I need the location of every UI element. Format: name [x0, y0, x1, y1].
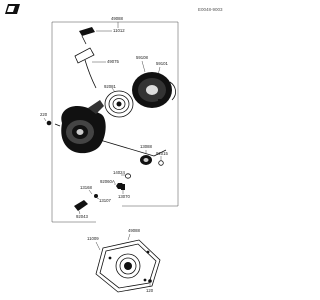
label-handle: 11012	[113, 28, 125, 33]
label-rope: 49075	[107, 59, 120, 64]
label-screw-bottom: 120	[146, 288, 154, 293]
brand-logo	[5, 4, 20, 14]
spring-cup	[140, 155, 152, 165]
starter-handle	[79, 27, 95, 45]
shaft	[121, 184, 125, 190]
label-bracket-bottom: 92043	[76, 214, 89, 219]
label-spring-cup: 13088	[140, 144, 153, 149]
label-shaft: 13070	[118, 194, 131, 199]
gasket-cover	[95, 239, 161, 293]
label-bracket-left: 13168	[80, 185, 93, 190]
bracket-link	[94, 194, 98, 198]
label-main-assembly: 49088	[111, 16, 124, 21]
label-plate: 59108	[136, 55, 149, 60]
starter-exploded-diagram: E0048-9003 49088 11012 49075 59108 59101	[5, 4, 223, 293]
clip	[158, 160, 164, 166]
recoil-spring	[104, 90, 134, 118]
label-pawl: 59101	[156, 61, 169, 66]
washer	[125, 173, 132, 179]
label-clip: 92015	[156, 151, 169, 156]
bolt-left	[46, 120, 52, 126]
label-spring: 92081	[104, 84, 117, 89]
label-bracket-link: 13107	[99, 198, 112, 203]
label-washer: 14024	[113, 170, 126, 175]
diagram-code: E0048-9003	[198, 7, 223, 12]
reel-drum	[132, 72, 176, 108]
assembly-frame	[51, 21, 179, 223]
label-cover: 49088	[128, 228, 141, 233]
shaft-rod	[99, 139, 167, 157]
screw-bottom	[148, 279, 152, 283]
label-bolt-left: 220	[40, 112, 48, 117]
label-gasket: 11009	[87, 236, 99, 241]
label-nut: 92060A	[100, 179, 115, 184]
starter-case	[54, 100, 106, 154]
starter-rope	[74, 47, 97, 89]
bottom-bracket	[74, 200, 88, 211]
